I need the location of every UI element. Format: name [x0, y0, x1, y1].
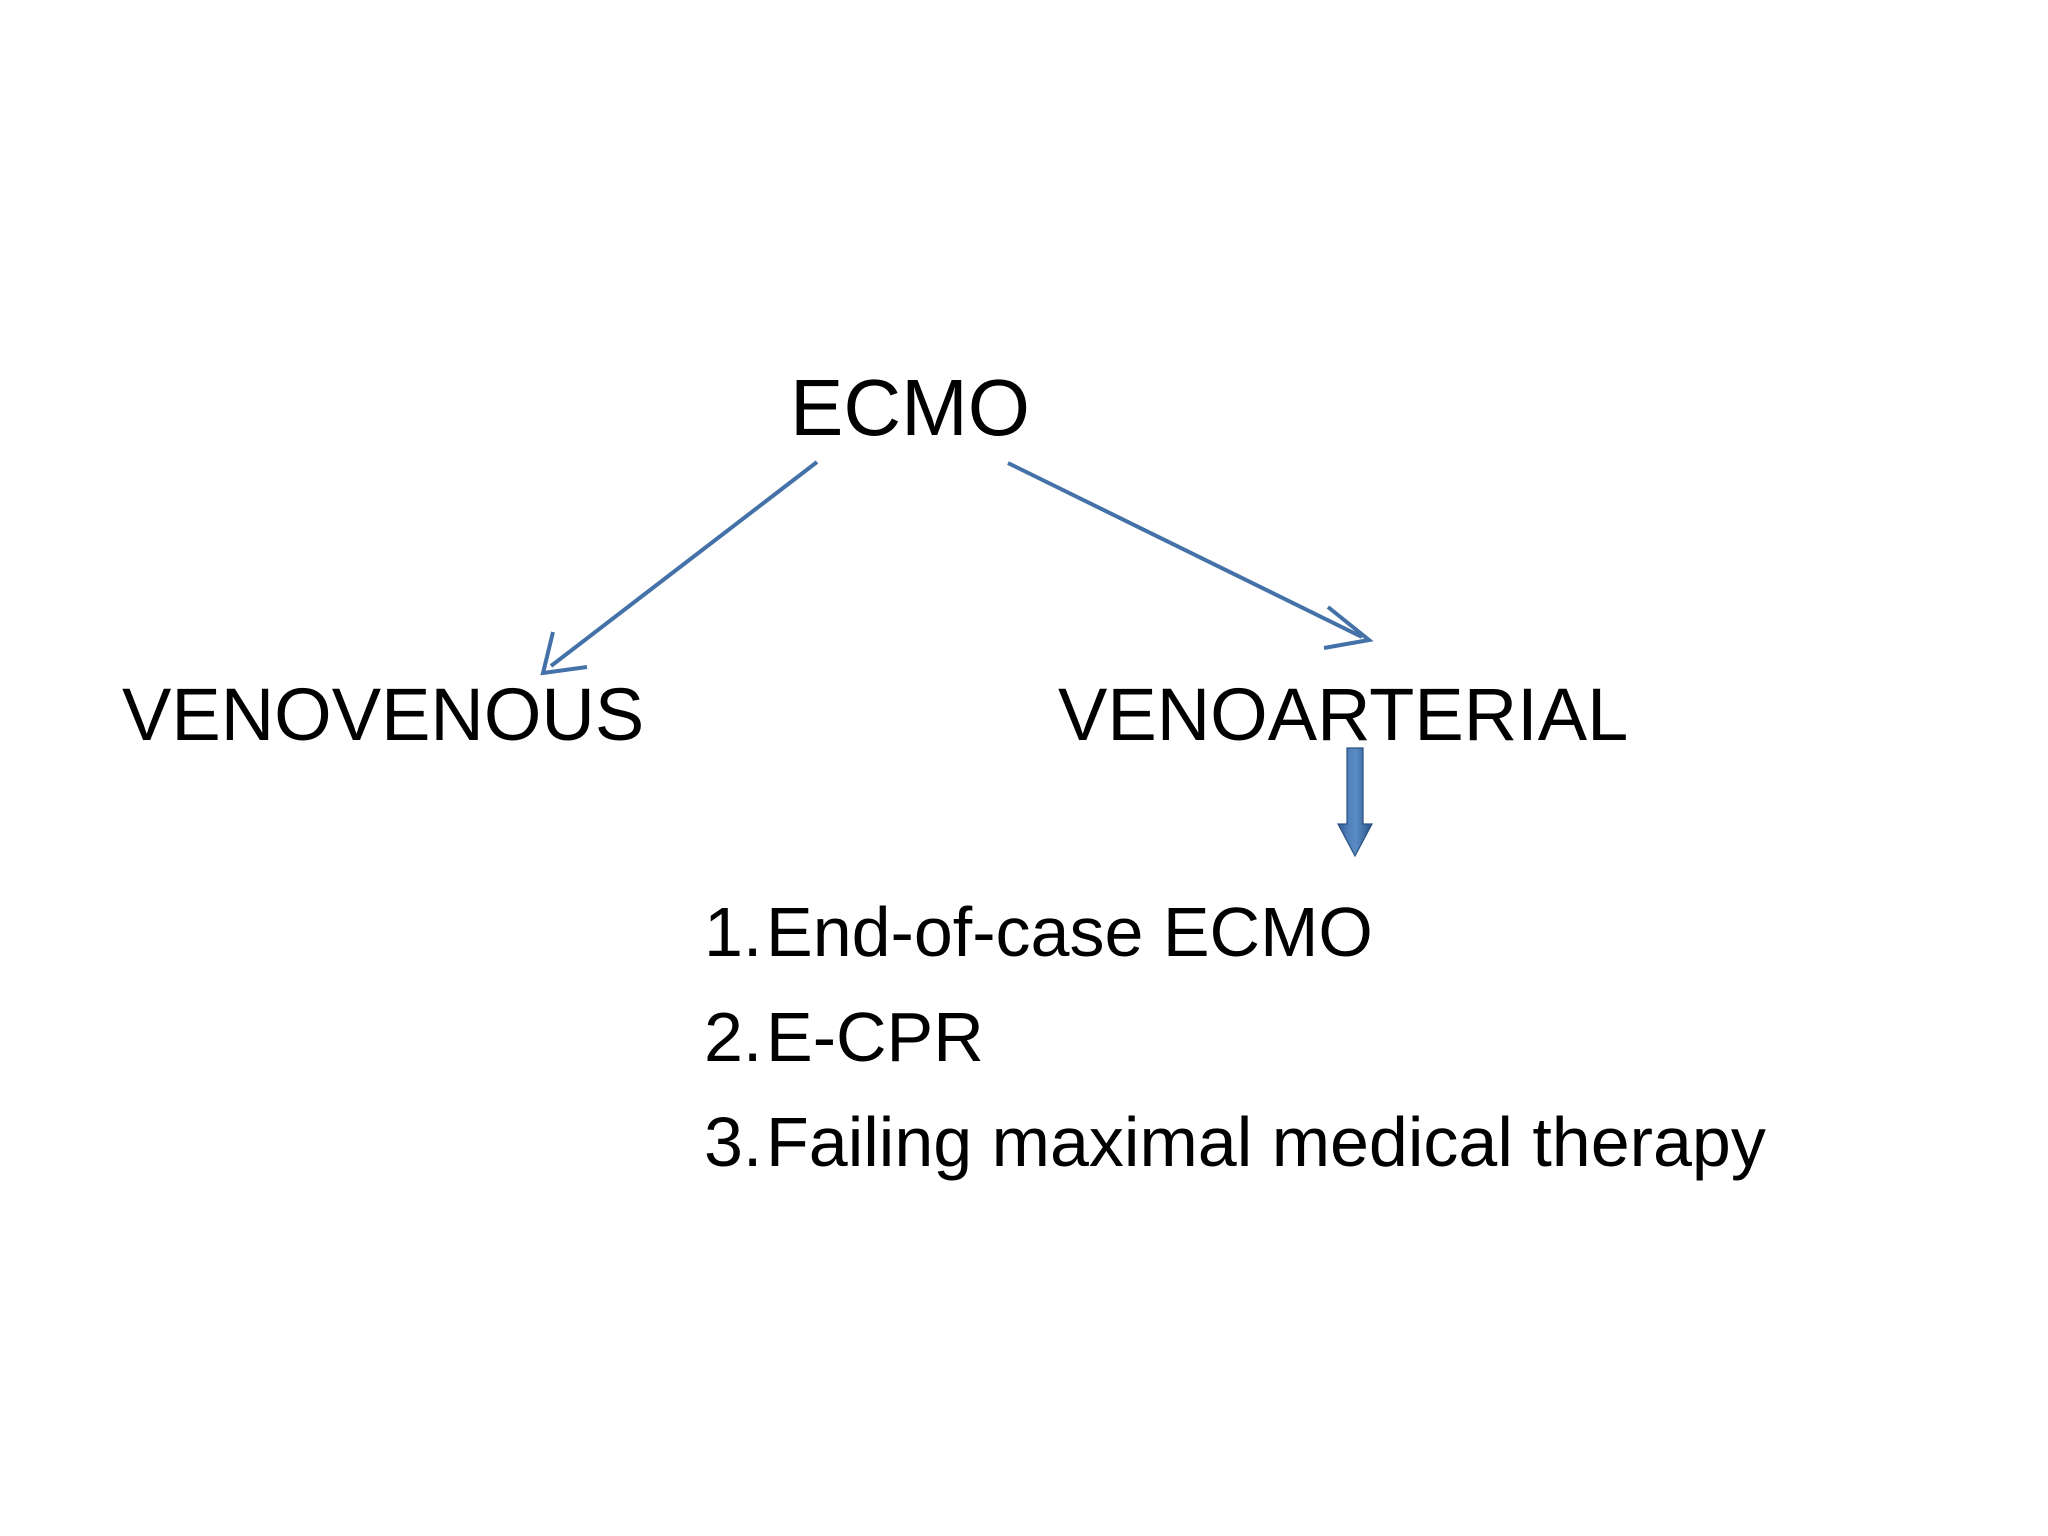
list-item: 3. Failing maximal medical therapy [704, 1090, 1766, 1195]
list-item-marker: 2. [704, 998, 763, 1076]
list-item-label: End-of-case ECMO [766, 893, 1373, 971]
block-arrow-down [1337, 747, 1373, 858]
node-venoarterial: VENOARTERIAL [1058, 673, 1629, 756]
indications-list: 1. End-of-case ECMO 2. E-CPR 3. Failing … [704, 880, 1766, 1195]
list-item: 2. E-CPR [704, 985, 1766, 1090]
connector-arrow-venoarterial [1007, 461, 1374, 650]
list-item-marker: 1. [704, 893, 763, 971]
connector-arrow-venovenous [540, 460, 819, 676]
list-item: 1. End-of-case ECMO [704, 880, 1766, 985]
list-item-label: E-CPR [766, 998, 984, 1076]
node-venovenous: VENOVENOUS [122, 673, 645, 756]
list-item-marker: 3. [704, 1103, 763, 1181]
list-item-label: Failing maximal medical therapy [766, 1103, 1766, 1181]
node-ecmo-root: ECMO [790, 363, 1030, 452]
